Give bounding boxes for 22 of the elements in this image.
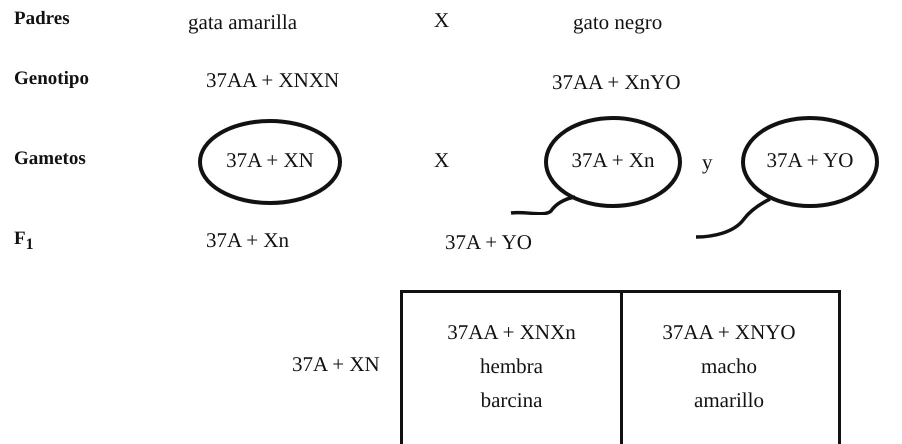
row-heading: Gametos — [14, 148, 86, 170]
genotype-formula: 37AA + XNXn — [446, 319, 577, 346]
gamete-genotype: 37A + XN — [225, 148, 315, 173]
parent-phenotype: gato negro — [573, 10, 662, 35]
cross-symbol: X — [434, 148, 450, 173]
phenotype-text: macho amarillo — [693, 353, 765, 414]
genotype-formula: 37A + XN — [292, 352, 380, 377]
genotype-formula: 37A + Xn — [206, 228, 290, 253]
genotype-formula: 37AA + XNXN — [206, 68, 340, 93]
cross-symbol: X — [434, 8, 450, 33]
row-heading: Padres — [14, 8, 70, 30]
egg-cell-oval — [196, 118, 344, 206]
gamete-genotype: 37A + YO — [766, 148, 854, 173]
genotype-formula: 37AA + XnYO — [552, 70, 681, 95]
phenotype-text: hembra barcina — [479, 353, 544, 414]
conjunction-text: y — [702, 150, 712, 175]
gamete-genotype: 37A + Xn — [570, 148, 656, 173]
genotype-formula: 37A + YO — [445, 230, 532, 255]
row-heading: F$_{1}$ — [14, 228, 34, 254]
genotype-formula: 37AA + XNYO — [661, 319, 797, 346]
parent-phenotype: gata amarilla — [188, 10, 298, 35]
row-heading: Genotipo — [14, 68, 89, 90]
